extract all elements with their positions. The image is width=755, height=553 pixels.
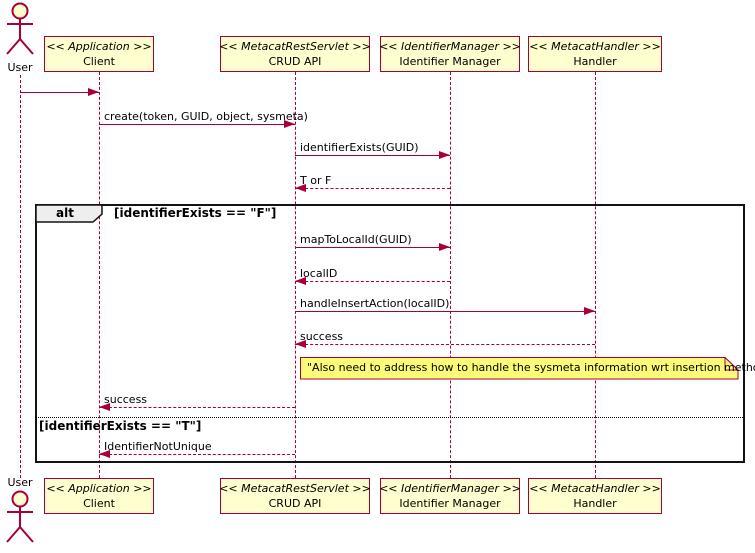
arrowhead-right-icon xyxy=(439,151,450,159)
message-label: T or F xyxy=(300,174,332,187)
participant-name: Identifier Manager xyxy=(399,55,501,68)
participant-stereotype: << IdentifierManager >> xyxy=(379,40,521,53)
participant-crud-api-bottom: << MetacatRestServlet >> CRUD API xyxy=(219,478,371,514)
participant-crud-api-top: << MetacatRestServlet >> CRUD API xyxy=(219,36,371,72)
message-line xyxy=(20,92,99,93)
alt-frame-label-pentagon xyxy=(36,205,103,223)
lifeline-handler xyxy=(595,72,596,478)
message-line xyxy=(295,188,450,189)
participant-identifier-manager-top: << IdentifierManager >> Identifier Manag… xyxy=(379,36,521,72)
participant-handler-top: << MetacatHandler >> Handler xyxy=(528,36,662,72)
participant-stereotype: << MetacatRestServlet >> xyxy=(219,40,371,53)
participant-identifier-manager-bottom: << IdentifierManager >> Identifier Manag… xyxy=(379,478,521,514)
participant-stereotype: << MetacatHandler >> xyxy=(529,482,661,495)
message-label: create(token, GUID, object, sysmeta) xyxy=(104,110,308,123)
note xyxy=(300,357,739,380)
participant-name: CRUD API xyxy=(268,55,322,68)
message-label: IdentifierNotUnique xyxy=(104,440,212,453)
arrowhead-right-icon xyxy=(439,243,450,251)
participant-name: Client xyxy=(83,55,115,68)
participant-client-bottom: << Application >> Client xyxy=(44,478,154,514)
participant-stereotype: << IdentifierManager >> xyxy=(379,482,521,495)
message-line xyxy=(295,281,450,282)
lifeline-crud-api xyxy=(295,72,296,478)
arrowhead-right-icon xyxy=(584,307,595,315)
participant-name: CRUD API xyxy=(268,497,322,510)
message-line xyxy=(99,124,295,125)
message-label: handleInsertAction(localID) xyxy=(300,297,450,310)
actor-label-top: User xyxy=(7,61,33,74)
arrowhead-left-icon xyxy=(99,450,110,458)
actor-icon xyxy=(6,490,34,543)
lifeline-user xyxy=(20,75,21,478)
alt-guard-true: [identifierExists == "F"] xyxy=(114,206,277,220)
participant-handler-bottom: << MetacatHandler >> Handler xyxy=(528,478,662,514)
lifeline-identifier-manager xyxy=(450,72,451,478)
actor-icon xyxy=(6,2,34,55)
message-line xyxy=(295,311,595,312)
participant-stereotype: << MetacatHandler >> xyxy=(529,40,661,53)
actor-label-bottom: User xyxy=(7,476,33,489)
message-line xyxy=(295,155,450,156)
alt-frame xyxy=(35,204,745,463)
message-line xyxy=(295,344,595,345)
participant-stereotype: << Application >> xyxy=(46,482,152,495)
arrowhead-left-icon xyxy=(99,403,110,411)
message-line xyxy=(99,407,295,408)
arrowhead-right-icon xyxy=(284,120,295,128)
message-label: success xyxy=(300,330,344,343)
lifeline-client xyxy=(99,72,100,478)
alt-else-divider xyxy=(35,417,745,418)
message-label: identifierExists(GUID) xyxy=(300,141,419,154)
participant-stereotype: << MetacatRestServlet >> xyxy=(219,482,371,495)
participant-name: Handler xyxy=(573,497,617,510)
arrowhead-left-icon xyxy=(295,277,306,285)
alt-guard-else: [identifierExists == "T"] xyxy=(39,419,202,433)
participant-client-top: << Application >> Client xyxy=(44,36,154,72)
message-label: mapToLocalId(GUID) xyxy=(300,233,412,246)
participant-name: Client xyxy=(83,497,115,510)
participant-stereotype: << Application >> xyxy=(46,40,152,53)
arrowhead-left-icon xyxy=(295,340,306,348)
participant-name: Identifier Manager xyxy=(399,497,501,510)
arrowhead-left-icon xyxy=(295,184,306,192)
alt-operator-label: alt xyxy=(56,206,74,220)
message-line xyxy=(295,247,450,248)
message-label: localID xyxy=(300,267,338,280)
message-label: success xyxy=(104,393,148,406)
message-line xyxy=(99,454,295,455)
note-text: "Also need to address how to handle the … xyxy=(307,361,755,374)
participant-name: Handler xyxy=(573,55,617,68)
arrowhead-right-icon xyxy=(88,88,99,96)
